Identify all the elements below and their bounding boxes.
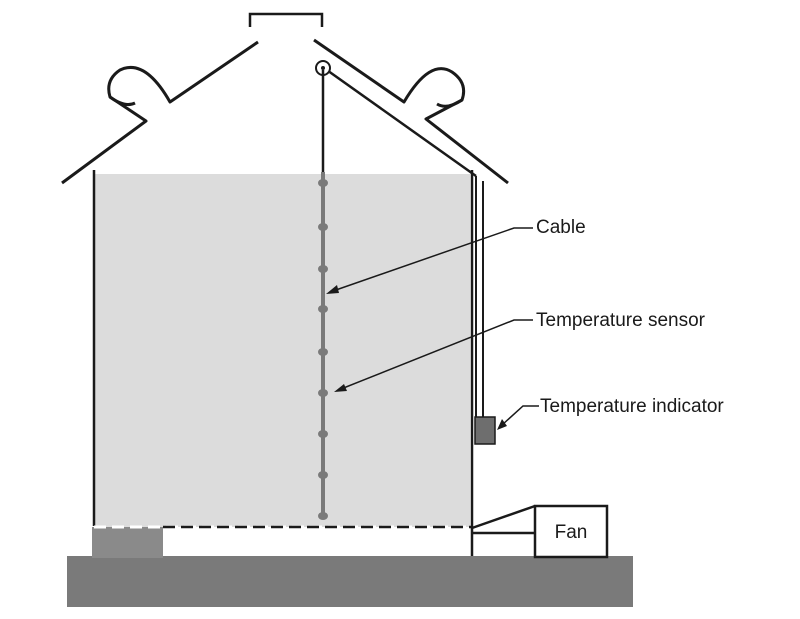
ground-slab bbox=[67, 556, 633, 607]
left-vent-hook bbox=[109, 95, 136, 106]
roof-right bbox=[313, 38, 509, 185]
temperature-sensor-bead bbox=[318, 430, 328, 438]
indicator-leader-line bbox=[501, 405, 539, 426]
cable-support-rail bbox=[323, 66, 477, 178]
sensor-leader-line bbox=[340, 319, 533, 390]
temperature-sensor-bead bbox=[318, 265, 328, 273]
roof-cap bbox=[248, 12, 324, 27]
cable-leader-line bbox=[332, 227, 533, 292]
roof-left bbox=[61, 40, 259, 185]
cable-label: Cable bbox=[536, 217, 586, 238]
temperature-sensor-bead bbox=[318, 389, 328, 397]
right-vent-hook bbox=[436, 98, 463, 108]
fan-box bbox=[533, 504, 609, 559]
fan-duct-top bbox=[471, 504, 536, 530]
temperature-sensor-bead bbox=[318, 179, 328, 187]
aeration-duct bbox=[92, 527, 163, 558]
fan-label: Fan bbox=[555, 522, 588, 543]
temperature-sensors bbox=[318, 179, 328, 520]
sensor-arrowhead bbox=[334, 384, 347, 392]
temperature-sensor-bead bbox=[318, 348, 328, 356]
temperature-sensor-bead bbox=[318, 471, 328, 479]
grain-fill bbox=[94, 174, 470, 527]
temperature-indicator-box bbox=[474, 416, 496, 445]
indicator-arrowhead bbox=[497, 419, 507, 430]
temperature-indicator-label: Temperature indicator bbox=[540, 396, 724, 417]
temperature-sensor-bead bbox=[318, 512, 328, 520]
temperature-sensor-label: Temperature sensor bbox=[536, 310, 706, 331]
temperature-sensor-bead bbox=[318, 223, 328, 231]
temperature-sensor-bead bbox=[318, 305, 328, 313]
cable-arrowhead bbox=[326, 285, 339, 294]
